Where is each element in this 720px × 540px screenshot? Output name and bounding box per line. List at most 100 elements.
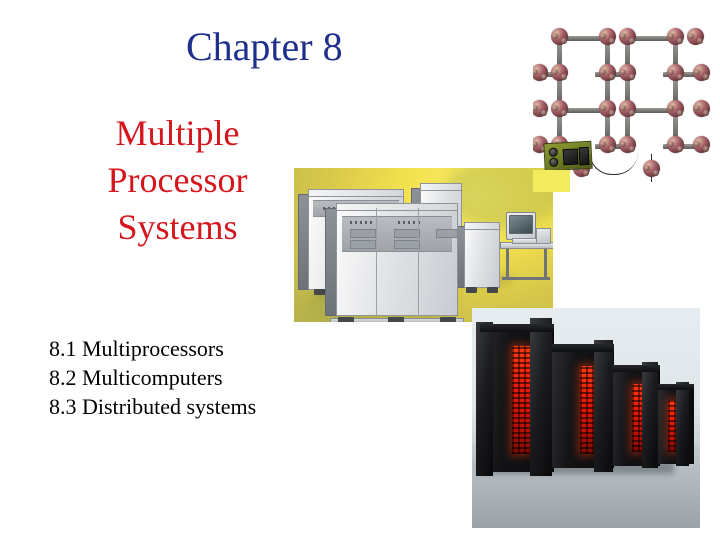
mesh-node (619, 136, 636, 153)
cabinet-band (342, 216, 459, 252)
crt-monitor (506, 212, 536, 240)
cabinet-face (464, 226, 500, 288)
mesh-link (605, 40, 610, 72)
mesh-link (625, 40, 630, 72)
agenda-list: 8.1 Multiprocessors 8.2 Multicomputers 8… (49, 334, 349, 421)
cabinet-label (394, 229, 421, 238)
desk-base (502, 277, 550, 280)
cabinet-label (394, 240, 421, 249)
cabinet-top (336, 203, 458, 211)
bay-fin (594, 340, 613, 472)
led-panel (668, 400, 677, 452)
mesh-node (667, 28, 684, 45)
mesh-node (667, 100, 684, 117)
chip-icon (562, 148, 579, 166)
circuit-board (543, 140, 593, 172)
mesh-link (673, 40, 678, 72)
mesh-link (605, 112, 610, 144)
chip-icon (578, 146, 590, 166)
mesh-link (533, 72, 567, 77)
mesh-node (667, 136, 684, 153)
cabinet-foot (314, 289, 330, 295)
cabinet-foot (388, 317, 404, 322)
main-title-line-2: Processor (107, 160, 248, 200)
desk-leg (506, 249, 509, 279)
mesh-link (561, 108, 601, 113)
supercomputer-photo (472, 308, 700, 528)
mesh-node (667, 64, 684, 81)
mesh-node (533, 64, 548, 81)
mesh-node (619, 28, 636, 45)
cabinet-top (420, 183, 462, 191)
mesh-node (599, 100, 616, 117)
mesh-network-photo (533, 12, 716, 192)
bay-top (480, 324, 554, 332)
bay-top (658, 384, 694, 390)
mesh-node (619, 64, 636, 81)
bay-fin (642, 362, 658, 468)
mesh-link (629, 108, 669, 113)
cabinet-foot (440, 317, 456, 322)
cabinet-label (350, 229, 377, 238)
mesh-node (533, 100, 548, 117)
mesh-node (551, 64, 568, 81)
agenda-item-2: 8.2 Multicomputers (49, 365, 223, 390)
agenda-item-3: 8.3 Distributed systems (49, 394, 257, 419)
cabinet-seam (376, 208, 377, 316)
chapter-title: Chapter 8 (186, 24, 343, 69)
mesh-link (673, 76, 678, 108)
bay-top (552, 344, 614, 352)
mesh-link (557, 112, 562, 144)
mesh-link (625, 76, 630, 108)
cabinet-foot (466, 287, 477, 293)
mesh-wire (589, 152, 638, 175)
cabinet-label (436, 229, 459, 238)
mesh-link (605, 76, 610, 108)
yellow-background-patch (533, 170, 570, 192)
led-panel (632, 384, 643, 452)
mesh-node (693, 100, 710, 117)
cabinet-foot (338, 317, 354, 322)
mesh-link (561, 36, 601, 41)
mainframe-cabinet (456, 222, 500, 293)
cabinet-dots (350, 221, 375, 224)
cabinet-top (464, 222, 500, 230)
cabinet-top (308, 189, 404, 197)
mesh-link (629, 36, 669, 41)
mainframe-cabinet (325, 203, 464, 322)
console-device (536, 228, 551, 244)
mesh-node (551, 100, 568, 117)
led-panel (580, 366, 594, 454)
console-desk (500, 242, 553, 284)
mesh-node (551, 28, 568, 45)
capacitor-icon (548, 147, 559, 157)
agenda-item-1: 8.1 Multiprocessors (49, 336, 224, 361)
mesh-node (599, 136, 616, 153)
mesh-link (557, 76, 562, 108)
mesh-node (643, 160, 660, 177)
mesh-node (693, 136, 710, 153)
mesh-node (599, 64, 616, 81)
led-panel (512, 346, 530, 454)
slide-main-title: Multiple Processor Systems (45, 110, 310, 251)
desk-leg (544, 249, 547, 279)
cabinet-dots (398, 221, 423, 224)
bay-fin (476, 322, 493, 476)
bay-fin (530, 318, 552, 476)
mesh-node (693, 64, 710, 81)
bay-top (612, 365, 660, 372)
mesh-link (557, 40, 562, 72)
mesh-link (625, 112, 630, 144)
mesh-node (687, 28, 704, 45)
capacitor-icon (549, 157, 559, 167)
cabinet-label (350, 240, 377, 249)
main-title-line-3: Systems (117, 207, 238, 247)
mesh-link (673, 112, 678, 144)
bay-fin (676, 382, 689, 466)
cabinet-seam (418, 208, 419, 316)
mainframe-photo (294, 168, 553, 322)
mesh-node (619, 100, 636, 117)
mesh-node (599, 28, 616, 45)
cabinet-foot (487, 287, 498, 293)
